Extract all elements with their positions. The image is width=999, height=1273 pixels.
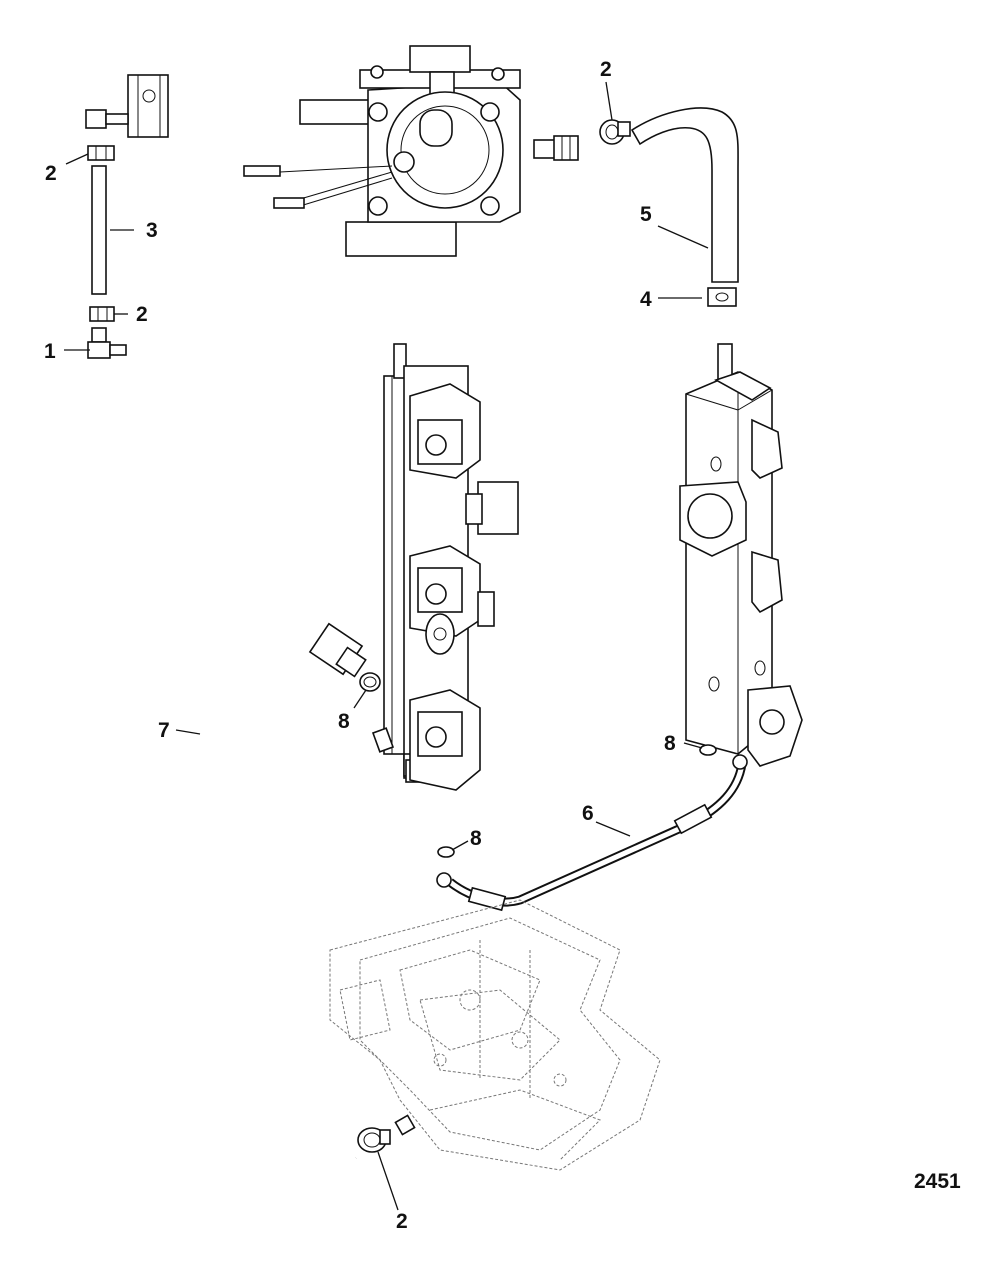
leader-lines [64, 81, 709, 1211]
hose-part-7 [197, 608, 367, 1209]
o-ring-right [699, 744, 717, 756]
barb-fitting [533, 135, 579, 161]
callout-8-left: 8 [338, 710, 350, 733]
hose-clamp-bottom [357, 1127, 391, 1153]
figure-number: 2451 [914, 1170, 961, 1193]
hose-clamp-upper-left [87, 145, 115, 161]
tee-fitting-upper [85, 74, 169, 138]
fuel-line-part-6 [436, 754, 748, 912]
tee-fitting-part-1 [87, 327, 127, 359]
injector-left-1 [409, 383, 481, 479]
callout-1: 1 [44, 340, 56, 363]
hose-clamp-top-right [599, 119, 631, 145]
callout-7: 7 [158, 719, 170, 742]
fuel-rail-left [371, 343, 519, 791]
fuel-rail-right [679, 343, 803, 767]
cap-part-4 [707, 287, 737, 307]
callout-5: 5 [640, 203, 652, 226]
manifold-ghost [329, 899, 661, 1171]
injector-right-3 [747, 685, 803, 767]
o-ring-left [359, 672, 381, 692]
injector-left-3 [409, 689, 481, 791]
hose-part-5 [630, 107, 739, 283]
callout-2-top-right: 2 [600, 58, 612, 81]
callout-8-mid: 8 [470, 827, 482, 850]
pressure-port-left [425, 613, 455, 655]
injector-left-2 [409, 545, 495, 637]
callout-2-upper-left: 2 [45, 162, 57, 185]
callout-8-right: 8 [664, 732, 676, 755]
callout-2-bottom: 2 [396, 1210, 408, 1233]
callout-6: 6 [582, 802, 594, 825]
o-ring-mid [437, 846, 455, 858]
regulator-right [679, 481, 747, 557]
regulator-left [465, 481, 519, 535]
callout-3: 3 [146, 219, 158, 242]
callout-4: 4 [640, 288, 652, 311]
injector-right-1 [751, 418, 783, 479]
barb-fitting-bottom [394, 1114, 416, 1136]
hose-short-part-3 [91, 165, 107, 295]
hose-clamp-lower-left [89, 306, 115, 322]
callout-2-lower-left: 2 [136, 303, 148, 326]
injector-right-2 [751, 550, 783, 614]
fuel-pump-assembly [243, 45, 521, 257]
